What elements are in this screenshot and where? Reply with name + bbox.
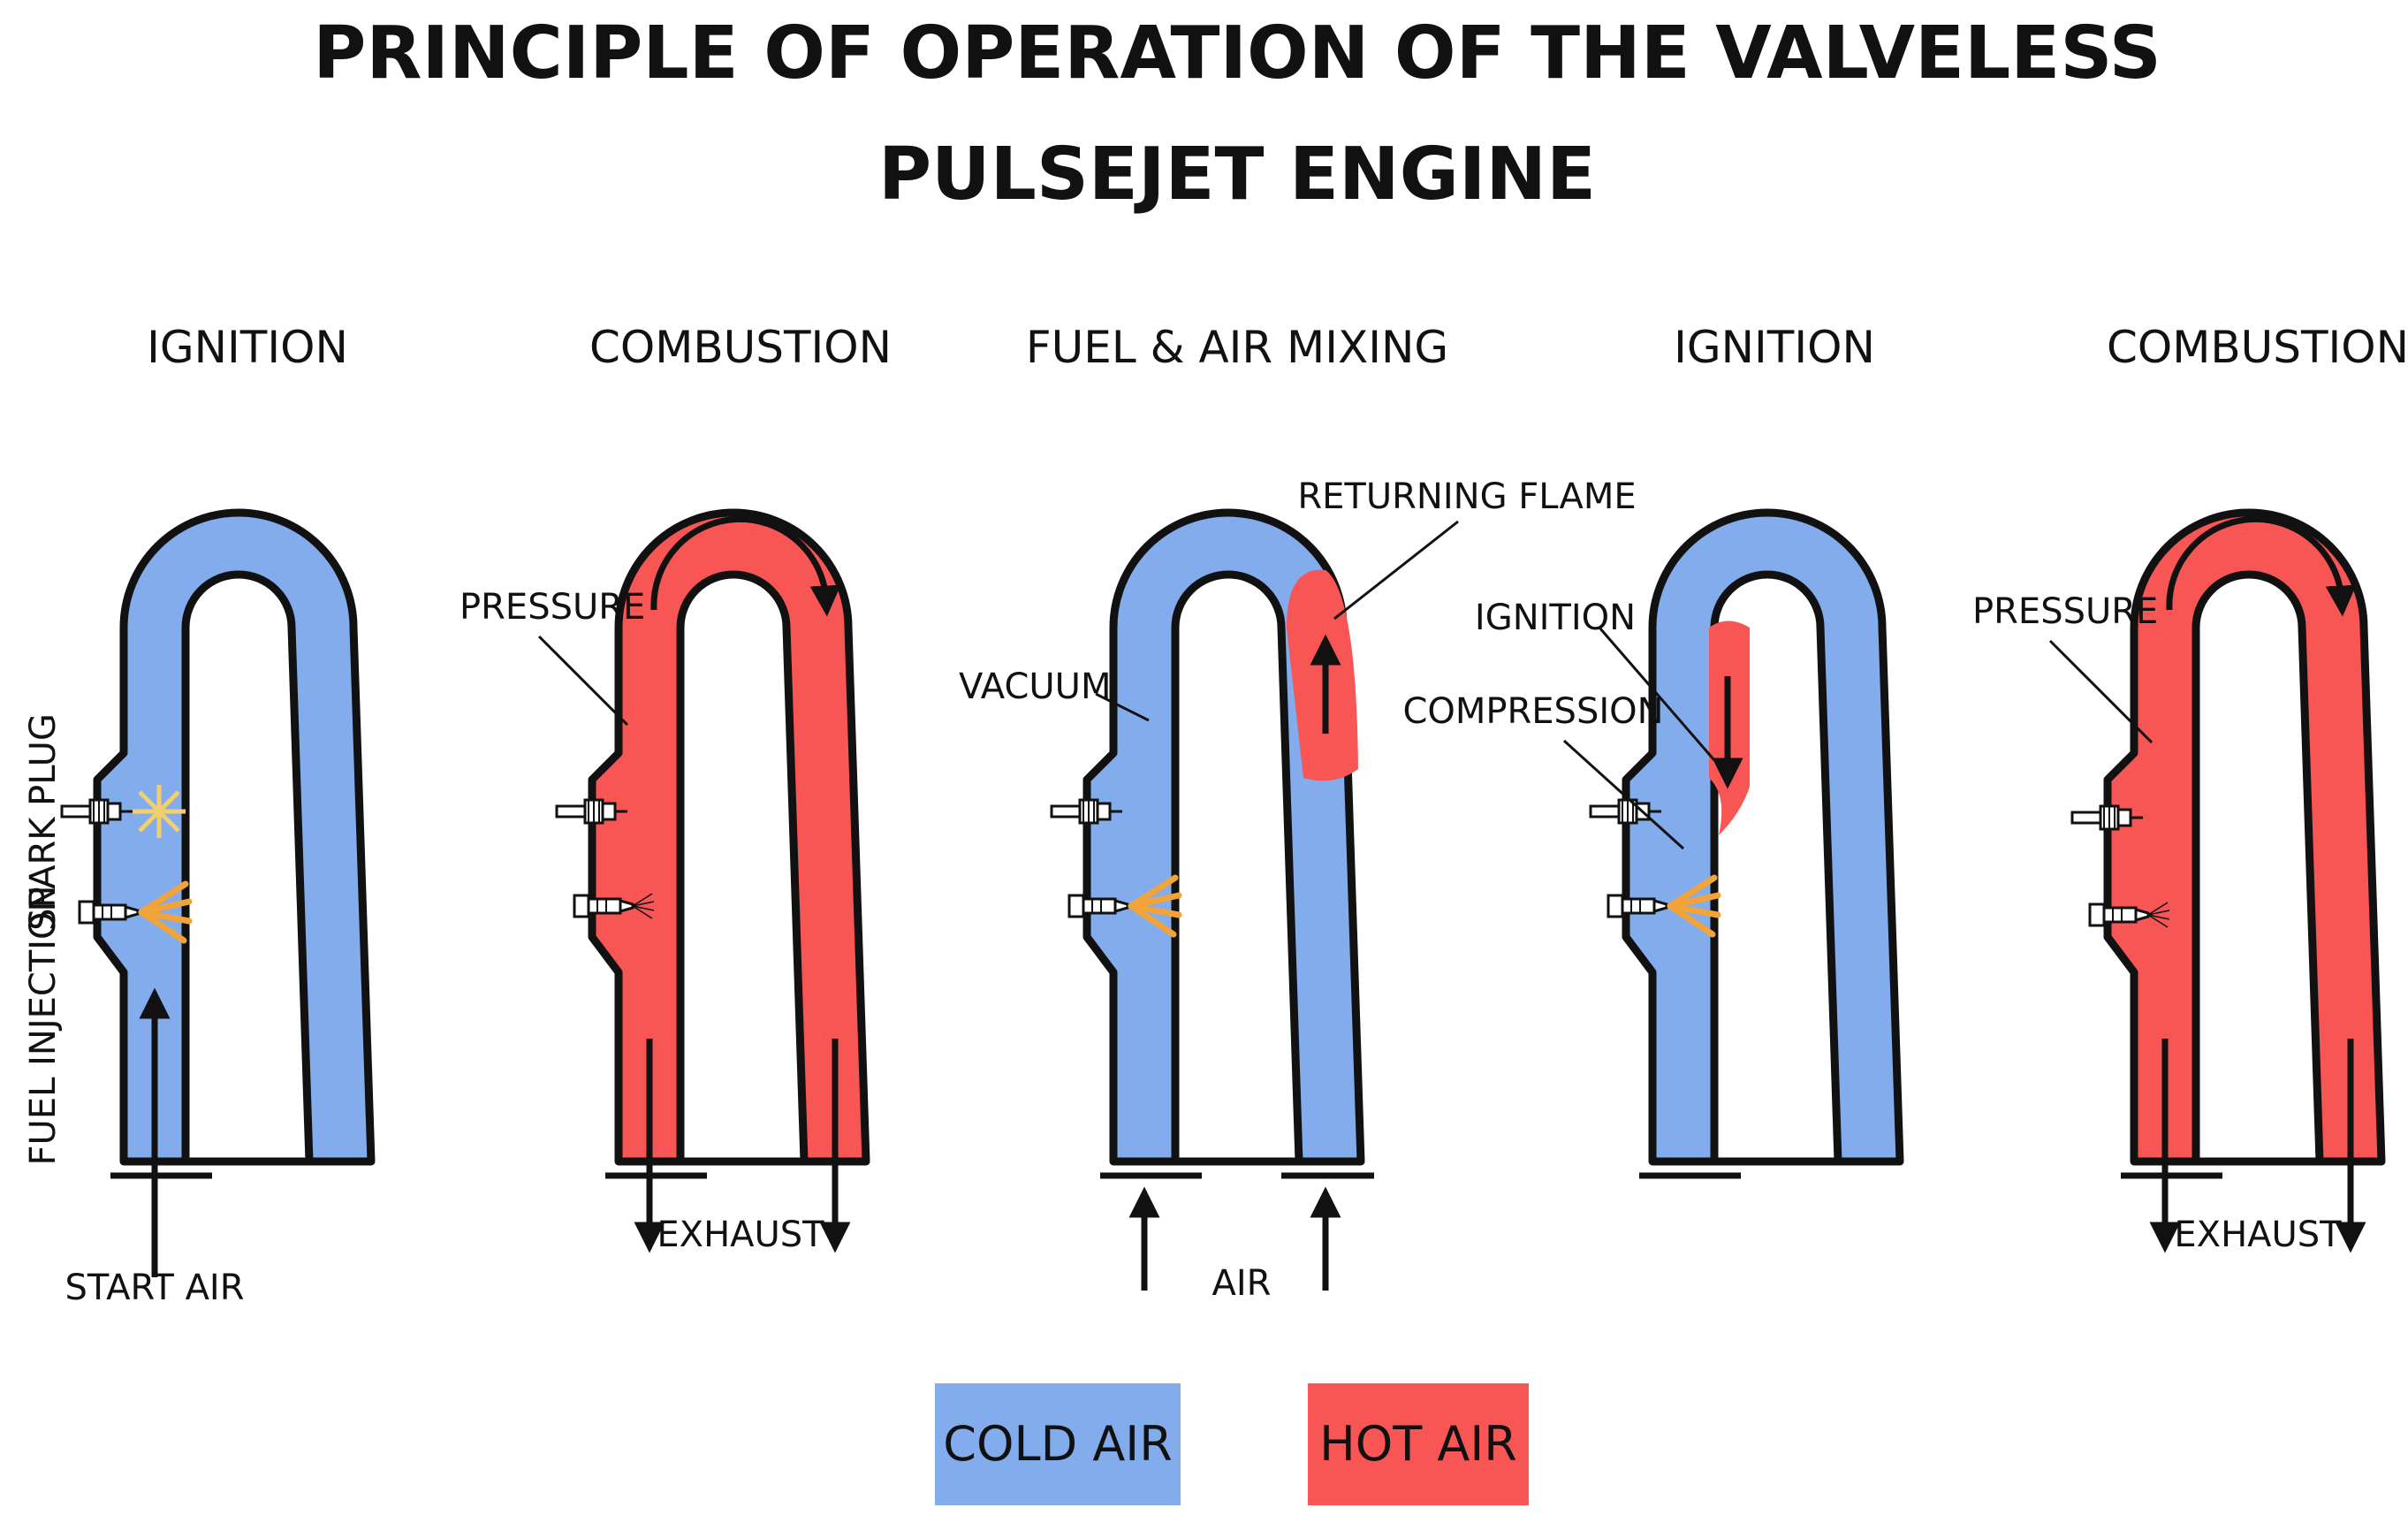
compression-label: COMPRESSION: [1402, 691, 1663, 732]
returning-flame-label: RETURNING FLAME: [1297, 476, 1636, 517]
start-air-label: START AIR: [65, 1268, 244, 1308]
spark-burst-icon: [133, 785, 186, 838]
exhaust-label-2: EXHAUST: [2174, 1215, 2342, 1255]
diagram-title-line-1: PRINCIPLE OF OPERATION OF THE VALVELESS: [313, 11, 2161, 95]
legend-cold-air-swatch: [935, 1383, 1181, 1505]
stage-1-engine: [60, 508, 376, 1277]
legend-cold-air-label: COLD AIR: [943, 1416, 1172, 1472]
stage-1-title: IGNITION: [147, 322, 348, 373]
air-label: AIR: [1212, 1263, 1272, 1304]
diagram-title-line-2: PULSEJET ENGINE: [878, 133, 1596, 217]
legend-hot-air-swatch: [1308, 1383, 1529, 1505]
stage-2-engine: [537, 508, 870, 1253]
stage-4-engine: [1562, 508, 1904, 1179]
stage-4-title: IGNITION: [1674, 322, 1875, 373]
fuel-injection-label: FUEL INJECTION: [23, 886, 64, 1166]
exhaust-label-1: EXHAUST: [657, 1215, 824, 1255]
pressure-label-2: PRESSURE: [1972, 591, 2158, 632]
stage-3-engine: [1050, 508, 1459, 1291]
stage-5-engine: [2048, 508, 2386, 1253]
vacuum-label: VACUUM: [959, 666, 1111, 707]
stage-3-title: FUEL & AIR MIXING: [1026, 322, 1448, 373]
ignition-callout-label: IGNITION: [1475, 598, 1636, 638]
stage-2-title: COMBUSTION: [589, 322, 892, 373]
pressure-label-1: PRESSURE: [460, 587, 645, 628]
legend-hot-air-label: HOT AIR: [1319, 1416, 1517, 1472]
stage-5-title: COMBUSTION: [2107, 322, 2408, 373]
spark-plug-label: SPARK PLUG: [23, 713, 64, 931]
legend: COLD AIR HOT AIR: [935, 1383, 1529, 1505]
